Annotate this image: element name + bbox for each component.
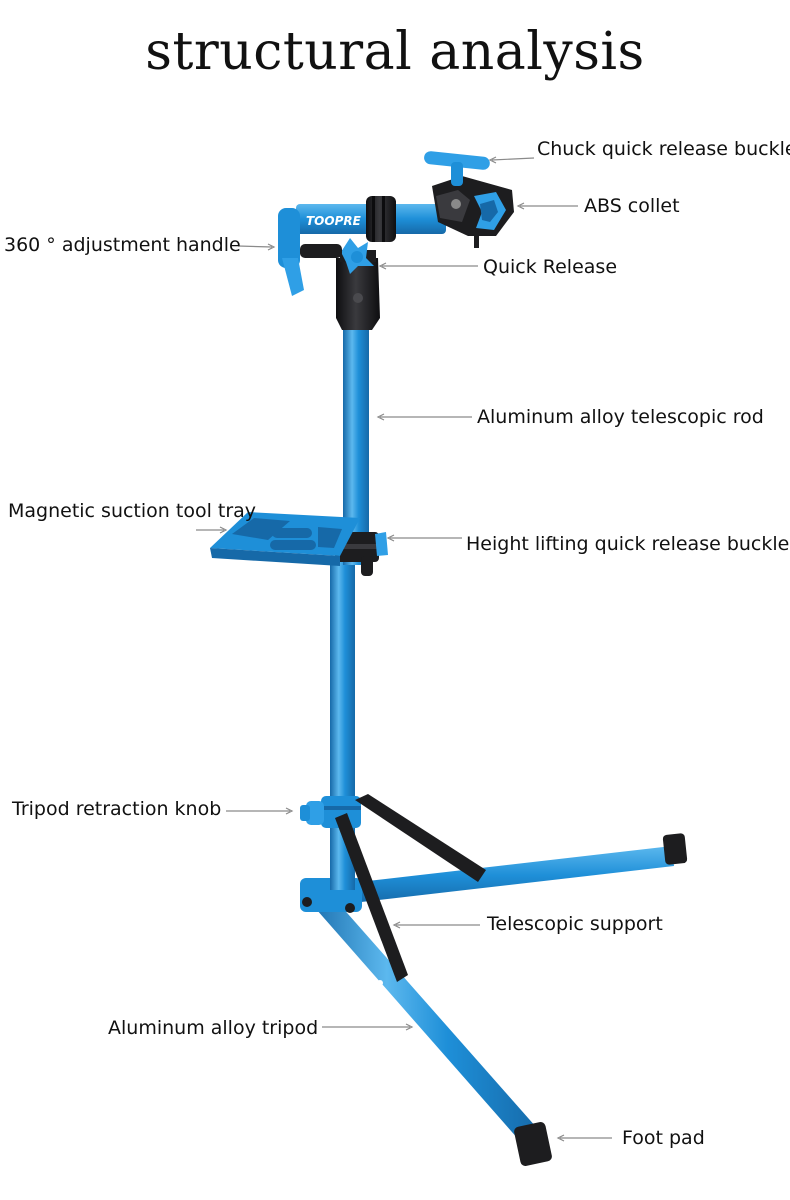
magnetic-tool-tray: [210, 512, 360, 566]
brand-logo: TOOPRE: [306, 214, 362, 228]
label-chuck-quick-release-buckle: Chuck quick release buckle: [537, 138, 790, 160]
label-telescopic-support: Telescopic support: [487, 913, 663, 935]
label-height-lifting-buckle: Height lifting quick release buckle: [466, 533, 790, 555]
leader-adjustment-handle: [237, 245, 273, 248]
label-telescopic-rod: Aluminum alloy telescopic rod: [477, 406, 764, 428]
tripod-base: [300, 833, 688, 1166]
label-foot-pad: Foot pad: [622, 1127, 705, 1149]
telescopic-support-strut-upper: [355, 794, 486, 882]
label-adjustment-handle: 360 ° adjustment handle: [4, 234, 241, 256]
tripod-leg-right: [333, 846, 674, 905]
tripod-leg-front: [302, 880, 544, 1148]
label-tool-tray: Magnetic suction tool tray: [8, 500, 257, 522]
label-quick-release: Quick Release: [483, 256, 618, 278]
label-tripod-retraction-knob: Tripod retraction knob: [12, 798, 222, 820]
tripod-retraction-knob: [300, 801, 324, 825]
adjustment-handle: [278, 208, 342, 296]
leader-chuck-quick-release-buckle: [491, 157, 535, 161]
quick-release-knob: [341, 238, 374, 274]
page-title: structural analysis: [145, 22, 645, 82]
leader-lines: [196, 156, 612, 1142]
label-aluminum-tripod: Aluminum alloy tripod: [108, 1017, 319, 1039]
label-abs-collet: ABS collet: [584, 195, 680, 217]
tripod-collar: [321, 796, 361, 828]
rotation-collar: [366, 196, 396, 242]
foot-pad-right: [662, 833, 688, 865]
chuck-quick-release-lever: [424, 151, 490, 186]
foot-pad-front: [514, 1122, 552, 1166]
telescopic-support-strut-lower: [335, 813, 408, 982]
abs-collet: [474, 192, 506, 230]
